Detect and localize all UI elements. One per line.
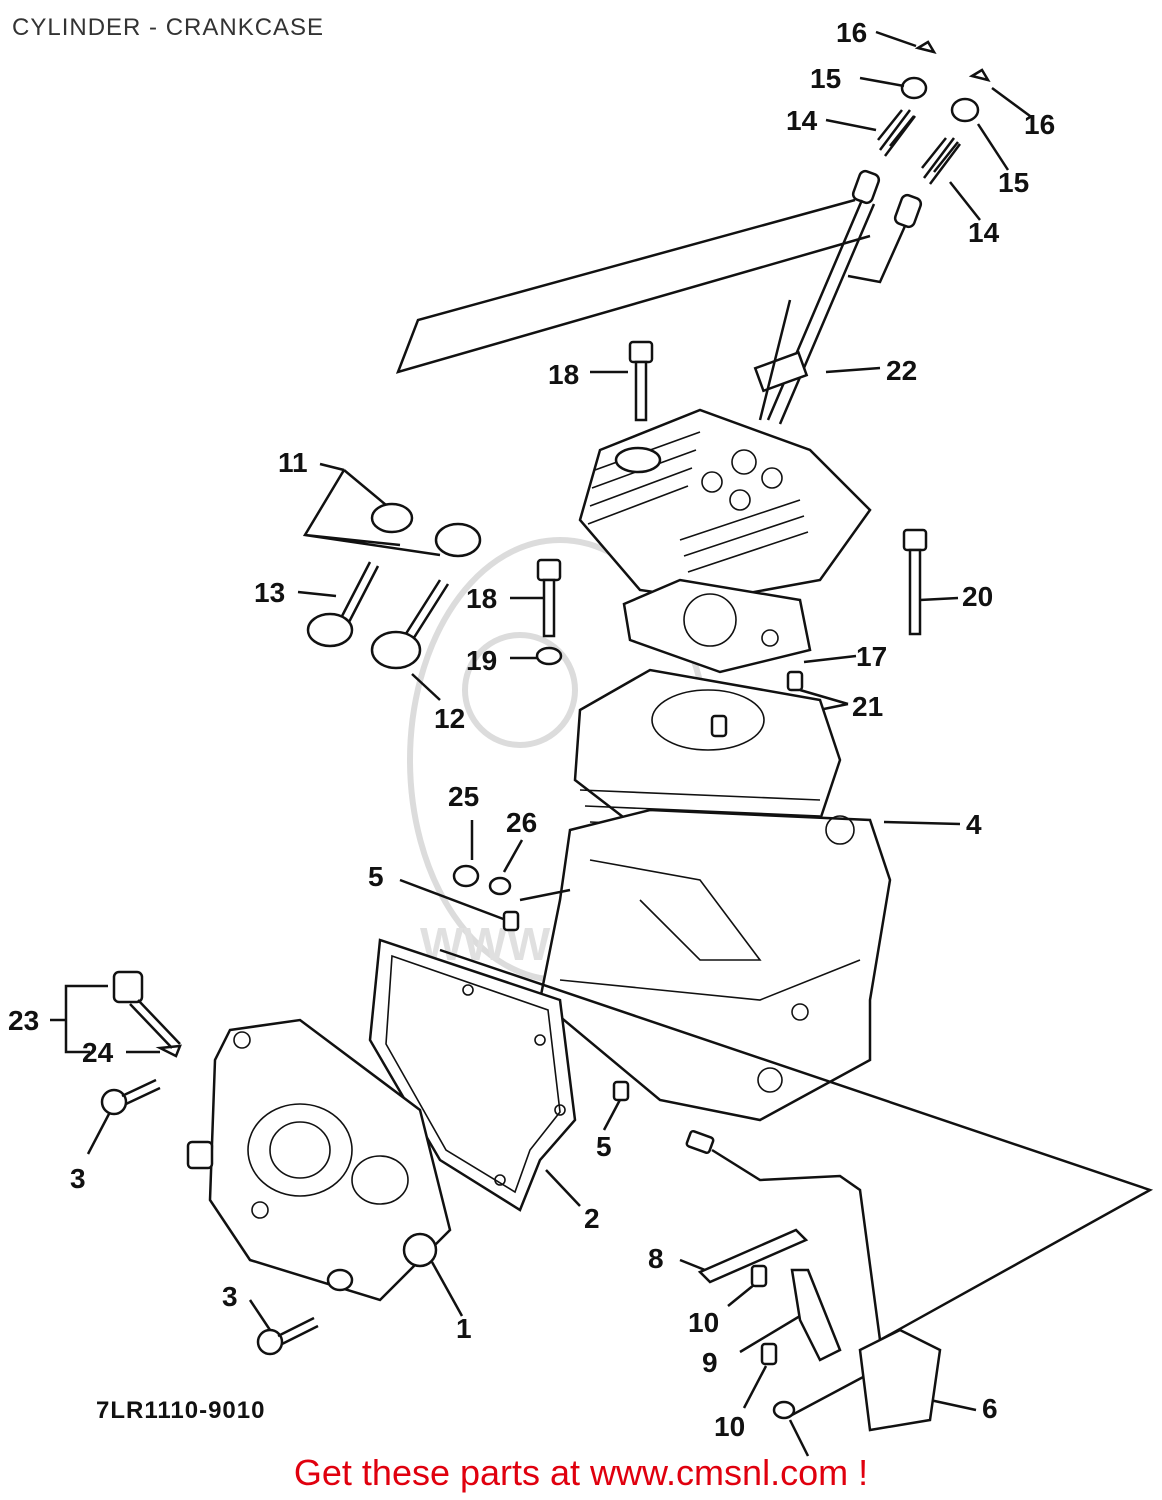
callout-24: 24 [82, 1037, 114, 1068]
callout-15: 15 [998, 167, 1029, 198]
callout-5: 5 [596, 1131, 612, 1162]
callout-17: 17 [856, 641, 887, 672]
cylinder-head [578, 299, 872, 602]
crankcase [502, 808, 892, 1122]
callout-10: 10 [688, 1307, 719, 1338]
cover-bolts [100, 1078, 354, 1356]
callout-16: 16 [836, 17, 867, 48]
callout-18: 18 [548, 359, 579, 390]
callout-14: 14 [968, 217, 1000, 248]
oil-level-sensor [439, 948, 1154, 1432]
callout-26: 26 [506, 807, 537, 838]
dipstick [112, 970, 182, 1058]
cylinder-block [573, 668, 842, 863]
callout-13: 13 [254, 577, 285, 608]
crankcase-cover [186, 1018, 452, 1302]
callout-1: 1 [456, 1313, 472, 1344]
callout-3: 3 [222, 1281, 238, 1312]
callout-18: 18 [466, 583, 497, 614]
cover-gasket [368, 938, 630, 1212]
drain-plug [452, 864, 512, 896]
callout-4: 4 [966, 809, 982, 840]
callout-8: 8 [648, 1243, 664, 1274]
valves [306, 502, 482, 670]
callout-5: 5 [368, 861, 384, 892]
callout-10: 10 [714, 1411, 745, 1442]
page-title: CYLINDER - CRANKCASE [12, 14, 325, 41]
callout-22: 22 [886, 355, 917, 386]
callout-9: 9 [702, 1347, 718, 1378]
head-bolts [535, 340, 928, 666]
callout-19: 19 [466, 645, 497, 676]
get-parts-link[interactable]: Get these parts at www.cmsnl.com ! [293, 1452, 869, 1493]
callout-labels: 16 15 14 16 15 14 22 18 11 13 18 20 19 1… [8, 17, 1055, 1442]
head-gasket [622, 578, 812, 692]
callout-15: 15 [810, 63, 841, 94]
callout-12: 12 [434, 703, 465, 734]
drawing-code: 7LR1110-9010 [96, 1397, 265, 1424]
callout-25: 25 [448, 781, 479, 812]
callout-3: 3 [70, 1163, 86, 1194]
callout-14: 14 [786, 105, 818, 136]
callout-2: 2 [584, 1203, 600, 1234]
callout-11: 11 [278, 447, 308, 478]
callout-16: 16 [1024, 109, 1055, 140]
callout-6: 6 [982, 1393, 998, 1424]
callout-21: 21 [852, 691, 883, 722]
callout-23: 23 [8, 1005, 39, 1036]
callout-20: 20 [962, 581, 993, 612]
